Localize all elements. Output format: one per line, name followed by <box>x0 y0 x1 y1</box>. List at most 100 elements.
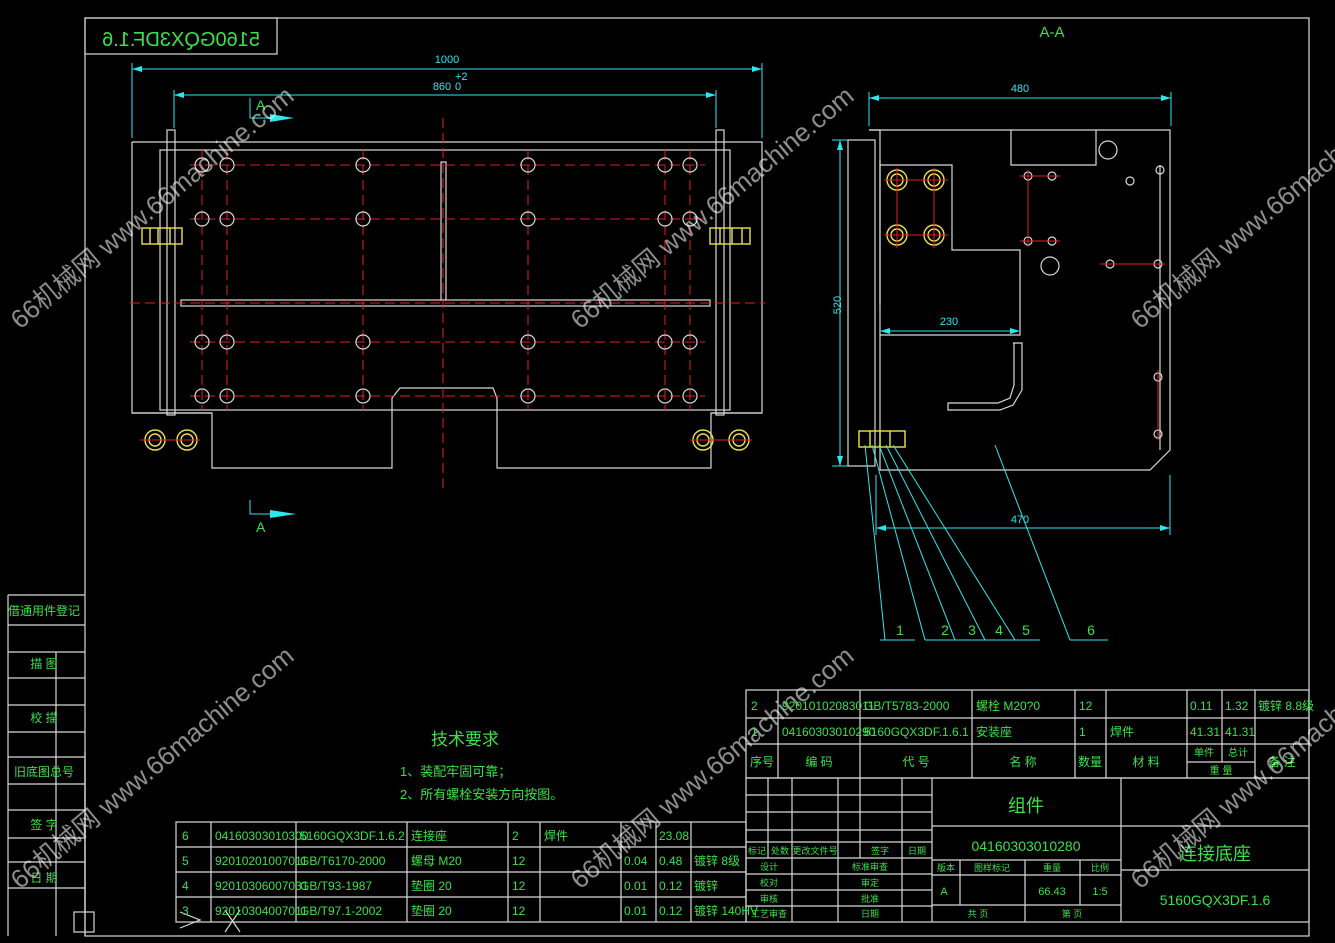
bom_lower-cell: 镀锌 <box>694 879 718 893</box>
bom_lower-cell: 0.01 <box>624 904 648 918</box>
bom_lower-cell: 4 <box>182 879 189 893</box>
bom-h-6: 材 料 <box>1132 755 1159 769</box>
balloon-2: 2 <box>941 622 949 638</box>
bom_lower-cell: 连接座 <box>411 828 447 843</box>
title-block: 标记 处数 更改文件号 签字 日期 设计 校对 审核 工艺审查 标准审查 审定 … <box>745 777 1310 923</box>
bom_lower-cell: 92010201007011 <box>215 854 308 868</box>
bom_lower-cell: 92010304007011 <box>215 904 308 918</box>
bom-h-3: 代 号 <box>902 755 929 769</box>
bom_lower-cell: 焊件 <box>544 828 568 843</box>
bom_upper-cell: 1 <box>1079 725 1086 739</box>
tb-stage: A <box>940 886 948 898</box>
left-side-strip: 借通用件登记 描 图 校 描 旧底图总号 签 字 日 期 <box>7 594 241 936</box>
bom_upper-cell: 0.11 <box>1190 699 1213 713</box>
tb-kind: 组件 <box>1008 796 1044 816</box>
tb-role2-3: 批准 <box>861 893 879 904</box>
dim-inner-tol: +2 <box>455 71 468 83</box>
section-mark-bottom: A <box>256 519 266 535</box>
bom_lower-cell: 92010306007031 <box>215 879 309 893</box>
code-box <box>84 17 278 55</box>
bom_lower-cell: 镀锌 8级 <box>694 854 740 868</box>
dim-overall-width: 1000 <box>435 54 459 66</box>
bom_lower-cell: 12 <box>512 879 526 893</box>
tb-col-3: 重量 <box>1043 862 1061 873</box>
bom-h-8: 总计 <box>1228 746 1248 759</box>
tb-drawing-no: 5160GQX3DF.1.6 <box>1160 892 1271 908</box>
bom_upper-cell: 41.31 <box>1225 725 1255 739</box>
bom_lower-cell: 0.48 <box>659 854 683 868</box>
tb-col-1: 版本 <box>937 862 955 873</box>
bom-h-5: 数量 <box>1078 754 1102 769</box>
tb-sheet-no: 第 页 <box>1062 908 1083 919</box>
balloon-4: 4 <box>995 622 1003 638</box>
bom-h-2: 编 码 <box>805 754 832 769</box>
tb-weight: 66.43 <box>1038 886 1066 898</box>
dim-side-inner: 230 <box>940 316 958 328</box>
drawing-frame <box>84 17 1310 937</box>
strip-label-2: 描 图 <box>30 657 57 671</box>
bom_lower-cell: 垫圈 20 <box>411 903 452 918</box>
bom_lower-cell: 2 <box>512 829 519 843</box>
balloon-3: 3 <box>968 622 976 638</box>
bom_lower-cell: 0.04 <box>624 854 648 868</box>
tb-role-2: 校对 <box>760 877 778 888</box>
strip-label-1: 借通用件登记 <box>8 603 80 618</box>
balloon-5: 5 <box>1022 622 1030 638</box>
watermark-2: 66机械网 www.66machine.com <box>565 80 860 334</box>
bom_upper-cell: 04160303010290 <box>782 725 876 739</box>
bom_upper-cell: 41.31 <box>1190 725 1220 739</box>
dim-side-width: 480 <box>1011 83 1029 95</box>
tb-role2-2: 审定 <box>861 877 879 888</box>
bom_lower-cell: 镀锌 140HV <box>694 904 758 918</box>
bom_lower-cell: GB/T97.1-2002 <box>300 904 382 918</box>
section-mark-top: A <box>256 97 266 113</box>
bom_lower-cell: 垫圈 20 <box>411 878 452 893</box>
front-view: 1000 860 +2 0 A A <box>130 54 765 535</box>
section-title: A-A <box>1039 24 1064 41</box>
bom-h-10: 备 注 <box>1268 754 1295 769</box>
bom_upper-cell: 安装座 <box>976 724 1012 739</box>
tb-role-1: 设计 <box>760 861 778 872</box>
tb-head-5: 日期 <box>908 846 926 856</box>
bom_upper-cell: 焊件 <box>1110 724 1134 739</box>
bom_upper-cell: 1 <box>751 725 758 739</box>
tech-req-item-1: 1、装配牢固可靠； <box>400 764 511 780</box>
tb-scale: 1:5 <box>1092 886 1107 898</box>
tb-col-4: 比例 <box>1091 862 1109 873</box>
bom_lower-cell: 0.01 <box>624 879 648 893</box>
bom_upper-cell: 2 <box>751 699 758 713</box>
balloon-6: 6 <box>1087 622 1095 638</box>
bom_upper-cell: 1.32 <box>1225 699 1249 713</box>
bom_lower-cell: 6 <box>182 829 189 843</box>
dim-side-bottom: 470 <box>1011 514 1029 526</box>
side-view: A-A <box>832 24 1172 641</box>
bom_lower-cell: 0.12 <box>659 879 683 893</box>
bom_lower-cell: 12 <box>512 904 526 918</box>
bom_upper-cell: 5160GQX3DF.1.6.1 <box>864 725 969 739</box>
watermark-3: 66机械网 www.66machine.com <box>1125 80 1335 334</box>
strip-label-4: 旧底图总号 <box>14 764 74 779</box>
bom_lower-cell: 3 <box>182 904 189 918</box>
bom-h-1: 序号 <box>750 754 774 769</box>
bom_lower-cell: 螺母 M20 <box>411 854 462 868</box>
watermarks: 66机械网 www.66machine.com 66机械网 www.66mach… <box>5 80 1335 894</box>
tb-head-4: 签字 <box>871 845 889 856</box>
dim-inner-tol-lo: 0 <box>455 81 461 93</box>
tb-sheet-total: 共 页 <box>968 909 989 919</box>
tb-col-2: 图样标记 <box>974 862 1010 873</box>
watermark-1: 66机械网 www.66machine.com <box>5 80 300 334</box>
tb-head-1: 标记 <box>748 845 766 856</box>
bom-h-9: 重 量 <box>1210 764 1233 777</box>
bom-header: 序号 编 码 代 号 名 称 数量 材 料 单件 总计 重 量 备 注 <box>750 746 1296 777</box>
tb-role2-1: 标准审查 <box>852 861 888 872</box>
tb-head-2: 处数 <box>771 845 789 856</box>
tb-code: 04160303010280 <box>971 838 1080 854</box>
bom_lower-cell: GB/T93-1987 <box>300 879 372 893</box>
bom_lower-cell: GB/T6170-2000 <box>300 854 386 868</box>
strip-label-5: 签 字 <box>30 817 57 832</box>
bom_lower-cell: 04160303010300 <box>215 829 309 843</box>
tb-role2-4: 日期 <box>861 909 879 919</box>
tb-head-3: 更改文件号 <box>792 845 837 856</box>
